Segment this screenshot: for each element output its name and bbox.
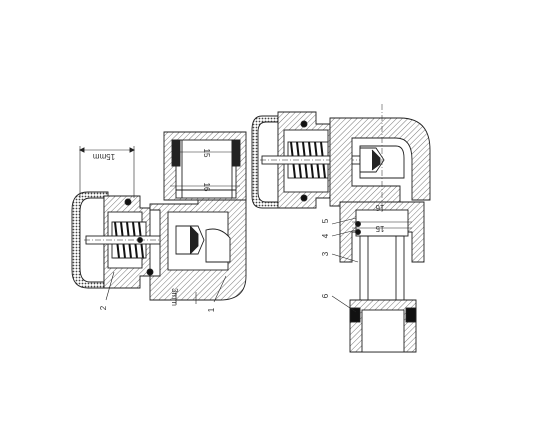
left-bore-16: 16 [202, 183, 211, 192]
right-bore-15: 15 [375, 224, 384, 233]
left-callout-1: 1 [207, 307, 216, 312]
right-valve-view [251, 104, 431, 353]
right-pipe [359, 235, 405, 301]
right-callout-5: 5 [321, 218, 330, 223]
right-elbow-body [329, 117, 431, 207]
left-dim-15mm: 15mm [93, 152, 116, 161]
left-dim-3mm: 3mm [170, 288, 179, 306]
left-bore-15: 15 [202, 149, 211, 158]
left-callout-2: 2 [99, 305, 108, 310]
right-callout-4: 4 [321, 233, 330, 238]
right-bore-16: 16 [375, 203, 384, 212]
right-callout-3: 3 [321, 251, 330, 256]
left-valve-view [71, 131, 247, 304]
right-callout-6: 6 [321, 293, 330, 298]
